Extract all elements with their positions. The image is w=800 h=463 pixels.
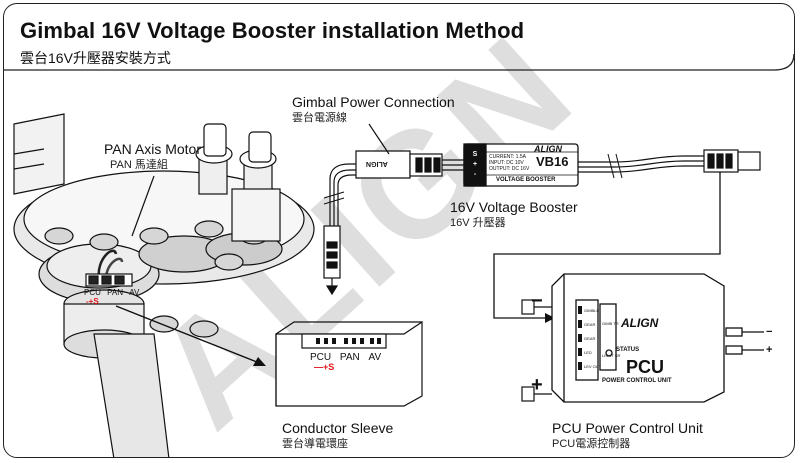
booster-spec: CURRENT: 1.5A INPUT: DC 10V OUTPUT: DC 1… <box>489 154 529 172</box>
booster-spec-current: CURRENT: 1.5A <box>489 154 526 160</box>
diagram-canvas: ALIGN <box>13 4 764 457</box>
booster-to-pcu-arrowhead <box>545 313 555 323</box>
booster-device <box>463 143 579 187</box>
booster-pin-s: S <box>472 151 478 158</box>
sleeve-port-av: AV <box>368 352 382 363</box>
booster-output-plug <box>703 149 761 173</box>
motor-port-labels: PCU PAN AV <box>84 288 139 297</box>
booster-input-plug <box>355 150 464 179</box>
pcu-label: PCU Power Control Unit PCU電源控制器 <box>552 420 703 451</box>
conductor-sleeve <box>275 320 423 407</box>
booster-label-zh: 16V 升壓器 <box>450 217 506 229</box>
pcu-plus-sign: + <box>531 374 543 396</box>
motor-port-av: AV <box>129 288 140 297</box>
pan-motor-label-zh: PAN 馬達組 <box>110 159 168 171</box>
booster-spec-output: OUTPUT: DC 16V <box>489 166 530 172</box>
sleeve-port-labels: PCU PAN AV <box>310 352 381 363</box>
sleeve-port-marks: —+S <box>314 362 335 372</box>
diagram-frame: ALIGN <box>3 3 795 458</box>
sleeve-port-pan: PAN <box>339 352 360 363</box>
pcu-minus-sign: − <box>531 290 543 312</box>
pcu-terminals <box>521 299 535 402</box>
pcu-model: PCU <box>626 357 665 377</box>
gimbal-power-wire <box>323 163 389 226</box>
booster-label-en: 16V Voltage Booster <box>450 199 578 215</box>
booster-label: 16V Voltage Booster 16V 升壓器 <box>450 199 578 230</box>
booster-caption: VOLTAGE BOOSTER <box>496 177 556 183</box>
pcu-port-jacks <box>578 306 582 370</box>
pcu-side-labels: GIMB TR LIGHT SR <box>602 308 621 372</box>
page-subtitle: 雲台16V升壓器安裝方式 <box>20 50 171 66</box>
pcu-caption: POWER CONTROL UNIT <box>602 378 672 384</box>
booster-spec-input: INPUT: DC 10V <box>489 160 524 166</box>
gimbal-power-label-en: Gimbal Power Connection <box>292 94 455 110</box>
pcu-right-plus: + <box>766 344 773 356</box>
booster-to-pcu-arrow <box>493 172 721 319</box>
gimbal-plug <box>323 225 341 296</box>
motor-port-marks: -+S <box>86 297 99 306</box>
pan-motor-label: PAN Axis Motor PAN 馬達組 <box>104 141 201 172</box>
pcu-port-lev-out: LEV OUT <box>584 364 602 369</box>
pcu-port-gear-1: GEAR <box>584 322 596 327</box>
pcu-port-gimble: GIMBLE <box>584 308 600 313</box>
gimbal-assembly <box>13 113 315 457</box>
pcu-label-zh: PCU電源控制器 <box>552 438 631 450</box>
pcu-device <box>534 273 764 403</box>
page-title: Gimbal 16V Voltage Booster installation … <box>20 18 525 43</box>
booster-pin-labels: S + - <box>468 150 482 180</box>
gimbal-power-label: Gimbal Power Connection 雲台電源線 <box>292 94 455 125</box>
pcu-port-gear-2: GEAR <box>584 336 596 341</box>
title-bar: Gimbal 16V Voltage Booster installation … <box>4 4 794 70</box>
pan-motor-pointer <box>131 175 155 237</box>
pcu-right-minus: − <box>766 326 773 338</box>
pcu-brand: ALIGN <box>621 316 659 330</box>
pcu-side-light: LIGHT SR <box>602 353 621 358</box>
pan-motor-label-en: PAN Axis Motor <box>104 141 201 157</box>
booster-output-wire <box>578 153 704 179</box>
pcu-port-led: LED <box>584 350 592 355</box>
title-border <box>4 53 794 71</box>
sleeve-label-zh: 雲台導電環座 <box>282 438 348 450</box>
booster-brand: ALIGN <box>534 144 562 154</box>
pcu-side-gimb: GIMB TR <box>602 321 619 326</box>
booster-pin-plus: + <box>472 161 478 168</box>
booster-pin-minus: - <box>473 171 477 178</box>
pcu-status-text: STATUS <box>616 347 640 353</box>
motor-port-pcu: PCU <box>84 288 101 297</box>
pcu-label-en: PCU Power Control Unit <box>552 420 703 436</box>
sleeve-port-pcu: PCU <box>310 352 332 363</box>
pcu-port-labels: GIMBLE GEAR GEAR LED LEV OUT <box>584 304 601 374</box>
motor-to-sleeve-arrow <box>115 305 266 366</box>
sleeve-label: Conductor Sleeve 雲台導電環座 <box>282 420 393 451</box>
booster-plug-text: ALIGN <box>366 160 388 167</box>
sleeve-label-en: Conductor Sleeve <box>282 420 394 436</box>
gimbal-power-label-zh: 雲台電源線 <box>292 112 347 124</box>
gimbal-power-pointer <box>368 123 390 155</box>
booster-model: VB16 <box>536 154 569 169</box>
motor-port-pan: PAN <box>107 288 123 297</box>
